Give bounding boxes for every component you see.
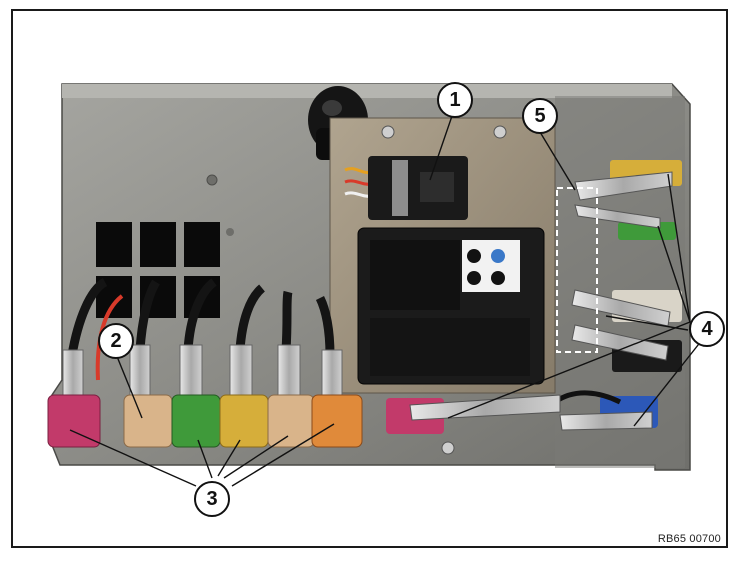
callout-2: 2 <box>98 323 134 359</box>
highlight-box <box>556 187 598 353</box>
connector-top-small <box>344 156 468 220</box>
connector-bottom-pink <box>386 394 561 434</box>
reference-code: RB65 00700 <box>657 533 721 545</box>
fakra-connectors <box>47 344 363 448</box>
callout-3: 3 <box>194 481 230 517</box>
svg-text:5: 5 <box>534 105 545 127</box>
svg-text:2: 2 <box>110 330 121 352</box>
leader-lines <box>69 115 703 487</box>
callout-5: 5 <box>522 98 558 134</box>
connector-main-block <box>357 227 545 385</box>
svg-text:1: 1 <box>449 89 460 111</box>
antenna-cables <box>67 278 335 381</box>
callout-1: 1 <box>437 82 473 118</box>
svg-text:4: 4 <box>701 318 713 340</box>
svg-text:3: 3 <box>206 488 217 510</box>
callout-4: 4 <box>689 311 725 347</box>
